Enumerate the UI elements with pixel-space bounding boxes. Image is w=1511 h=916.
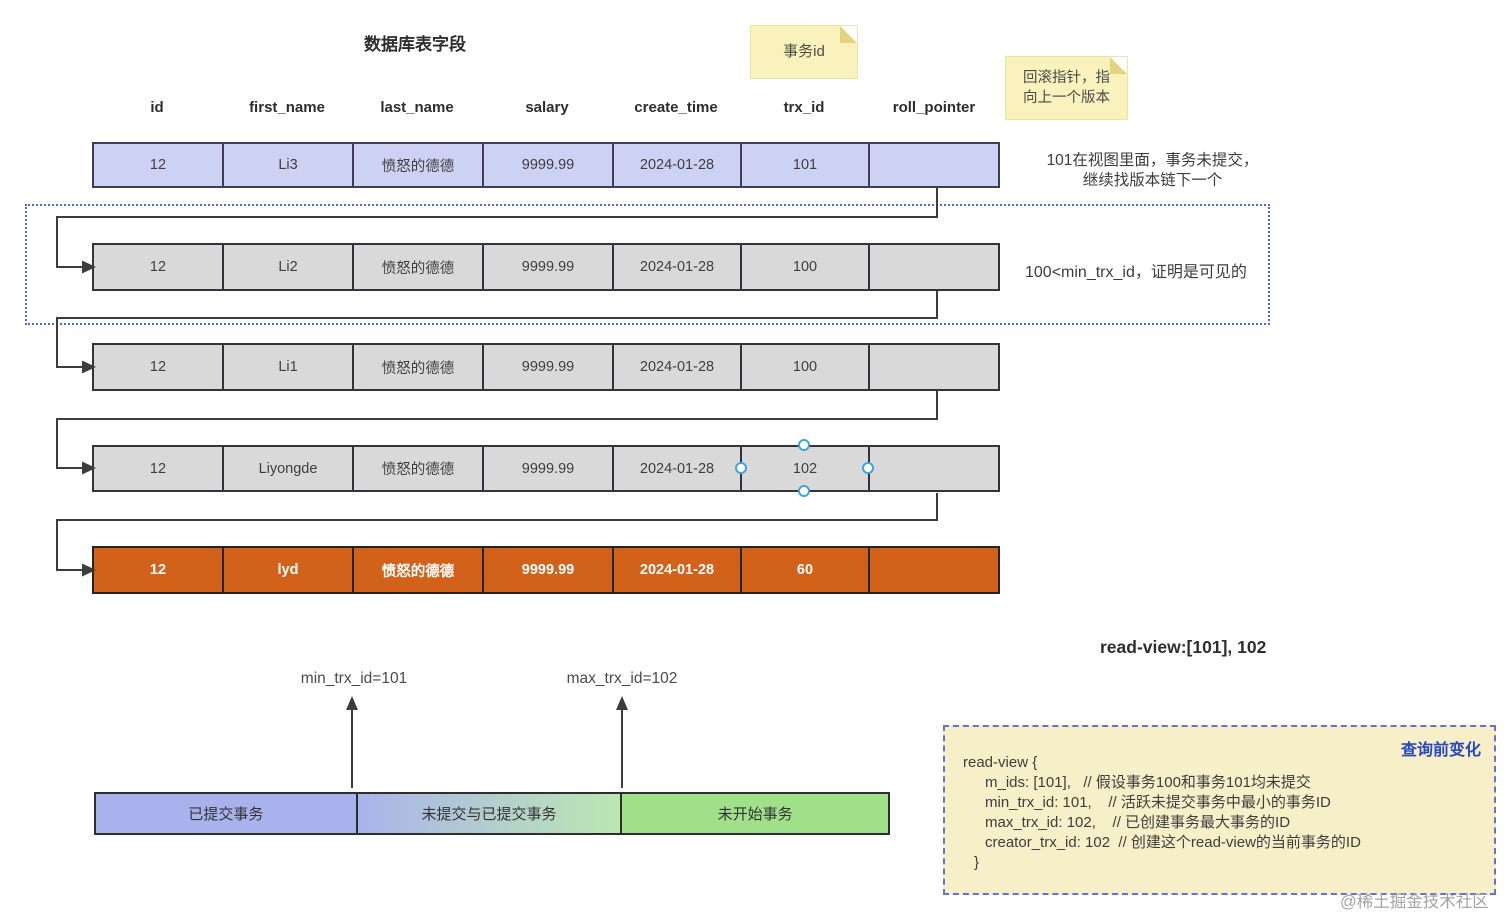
timeline-segment-committed: 已提交事务 (96, 794, 358, 833)
read-view-badge[interactable]: 查询前变化 (1400, 742, 1481, 759)
cell-salary: 9999.99 (484, 548, 614, 592)
read-view-line-close: } (974, 854, 980, 871)
cell-salary: 9999.99 (484, 245, 614, 289)
read-view-line-min-trx-id: min_trx_id: 101, // 活跃未提交事务中最小的事务ID (985, 794, 1331, 811)
cell-create-time: 2024-01-28 (614, 144, 742, 186)
cell-id: 12 (94, 245, 224, 289)
cell-trx-id: 60 (742, 548, 870, 592)
read-view-line-creator-trx-id: creator_trx_id: 102 // 创建这个read-view的当前事… (985, 834, 1361, 851)
min-trx-id-label: min_trx_id=101 (300, 670, 408, 687)
annotation-trx101-line1: 101在视图里面，事务未提交， (1046, 152, 1259, 169)
cell-salary: 9999.99 (484, 345, 614, 389)
cell-create-time: 2024-01-28 (614, 245, 742, 289)
sticky-note-roll-pointer: 回滚指针，指 向上一个版本 (1005, 56, 1128, 120)
cell-roll-pointer (870, 548, 1002, 592)
cell-create-time: 2024-01-28 (614, 447, 742, 490)
version-row-trx60-visible[interactable]: 12 lyd 愤怒的德德 9999.99 2024-01-28 60 (92, 546, 1000, 594)
annotation-trx101-line2: 继续找版本链下一个 (1082, 172, 1223, 189)
cell-salary: 9999.99 (484, 447, 614, 490)
min-trx-arrowhead (346, 696, 358, 710)
cell-first-name: Li3 (224, 144, 354, 186)
read-view-line-open: read-view { (963, 754, 1038, 771)
cell-create-time: 2024-01-28 (614, 345, 742, 389)
sticky-note-roll-line1: 回滚指针，指 (1023, 70, 1110, 86)
cell-trx-id: 100 (742, 245, 870, 289)
transaction-timeline: 已提交事务 未提交与已提交事务 未开始事务 (94, 792, 890, 835)
cell-trx-id: 100 (742, 345, 870, 389)
timeline-segment-not-started: 未开始事务 (622, 794, 889, 833)
version-row-trx100-li1[interactable]: 12 Li1 愤怒的德德 9999.99 2024-01-28 100 (92, 343, 1000, 391)
cell-first-name: Li2 (224, 245, 354, 289)
watermark: @稀土掘金技术社区 (1340, 893, 1489, 911)
version-row-trx100-li2[interactable]: 12 Li2 愤怒的德德 9999.99 2024-01-28 100 (92, 243, 1000, 291)
cell-last-name: 愤怒的德德 (354, 447, 484, 490)
column-header-id: id (150, 99, 164, 116)
cell-id: 12 (94, 345, 224, 389)
cell-first-name: Li1 (224, 345, 354, 389)
column-header-trx-id: trx_id (783, 99, 825, 116)
column-header-roll-pointer: roll_pointer (892, 99, 976, 116)
sticky-note-trx-id: 事务id (750, 25, 858, 79)
cell-roll-pointer (870, 144, 1002, 186)
column-header-salary: salary (525, 99, 569, 116)
cell-roll-pointer (870, 345, 1002, 389)
cell-salary: 9999.99 (484, 144, 614, 186)
version-row-trx101[interactable]: 12 Li3 愤怒的德德 9999.99 2024-01-28 101 (92, 142, 1000, 188)
column-header-first-name: first_name (249, 99, 325, 116)
cell-id: 12 (94, 447, 224, 490)
sticky-note-trx-id-text: 事务id (783, 43, 825, 60)
cell-last-name: 愤怒的德德 (354, 144, 484, 186)
max-trx-arrowhead (616, 696, 628, 710)
cell-first-name: Liyongde (224, 447, 354, 490)
read-view-box: 查询前变化 read-view { m_ids: [101], // 假设事务1… (943, 725, 1496, 895)
cell-id: 12 (94, 144, 224, 186)
column-header-last-name: last_name (380, 99, 454, 116)
sticky-note-roll-line2: 向上一个版本 (1023, 90, 1110, 106)
version-row-trx102[interactable]: 12 Liyongde 愤怒的德德 9999.99 2024-01-28 102 (92, 445, 1000, 492)
cell-create-time: 2024-01-28 (614, 548, 742, 592)
cell-first-name: lyd (224, 548, 354, 592)
cell-roll-pointer (870, 245, 1002, 289)
max-trx-id-label: max_trx_id=102 (566, 670, 678, 687)
cell-roll-pointer (870, 447, 1002, 490)
timeline-segment-mixed: 未提交与已提交事务 (357, 794, 623, 833)
read-view-line-m-ids: m_ids: [101], // 假设事务100和事务101均未提交 (985, 774, 1311, 791)
cell-last-name: 愤怒的德德 (354, 548, 484, 592)
cell-id: 12 (94, 548, 224, 592)
annotation-trx101: 101在视图里面，事务未提交， 继续找版本链下一个 (1030, 151, 1275, 191)
diagram-title: 数据库表字段 (364, 35, 466, 54)
read-view-title: read-view:[101], 102 (1100, 637, 1267, 657)
cell-trx-id: 101 (742, 144, 870, 186)
column-header-row: id first_name last_name salary create_ti… (92, 99, 1000, 116)
annotation-visibility: 100<min_trx_id，证明是可见的 (1025, 264, 1247, 281)
cell-trx-id-selected[interactable]: 102 (742, 447, 870, 490)
read-view-line-max-trx-id: max_trx_id: 102, // 已创建事务最大事务的ID (985, 814, 1291, 831)
cell-last-name: 愤怒的德德 (354, 245, 484, 289)
cell-last-name: 愤怒的德德 (354, 345, 484, 389)
column-header-create-time: create_time (634, 99, 718, 116)
